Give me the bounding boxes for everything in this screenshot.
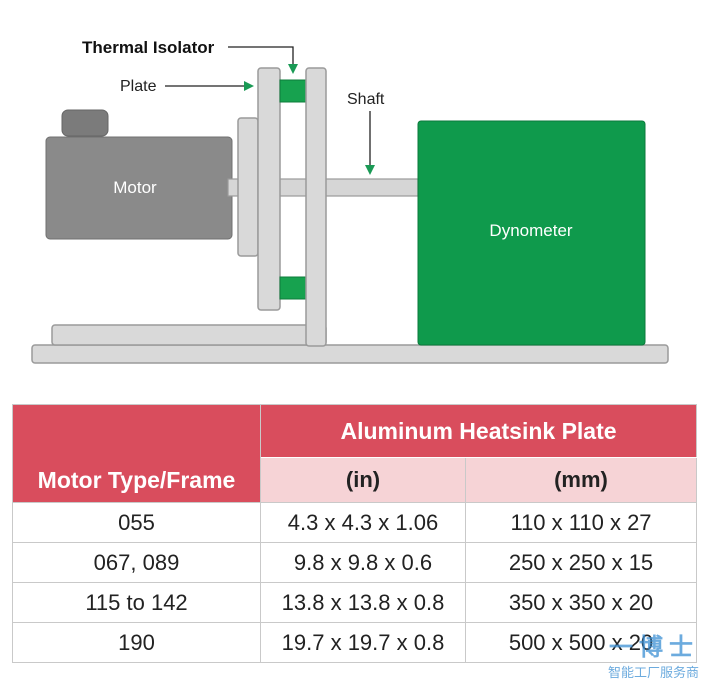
table-row: 067, 089 9.8 x 9.8 x 0.6 250 x 250 x 15 (12, 542, 698, 583)
size-mm-cell: 350 x 350 x 20 (464, 582, 698, 623)
size-mm-cell: 110 x 110 x 27 (464, 502, 698, 543)
watermark-logo-text: 一博士 (609, 633, 699, 661)
table-row: 115 to 142 13.8 x 13.8 x 0.8 350 x 350 x… (12, 582, 698, 623)
size-in-cell: 4.3 x 4.3 x 1.06 (260, 502, 466, 543)
dynometer-label: Dynometer (489, 221, 572, 240)
frame-cell: 115 to 142 (12, 582, 261, 623)
watermark-tagline: 智能工厂服务商 (607, 666, 699, 681)
unit-header-mm: (mm) (464, 457, 698, 503)
shaft-label: Shaft (347, 91, 385, 108)
size-mm-cell: 250 x 250 x 15 (464, 542, 698, 583)
size-mm-cell: 500 x 500 x 20 (464, 622, 698, 663)
size-in-cell: 13.8 x 13.8 x 0.8 (260, 582, 466, 623)
thermal-isolator-label: Thermal Isolator (82, 38, 215, 57)
base-rail (31, 344, 669, 364)
bracket-base (51, 324, 327, 346)
motor-frame-header: Motor Type/Frame (12, 404, 261, 503)
motor-flange (237, 117, 259, 257)
thermal-isolator-arrow (228, 46, 298, 74)
heatsink-plate (257, 67, 281, 311)
aluminum-heatsink-header: Aluminum Heatsink Plate (259, 404, 698, 458)
frame-cell: 055 (12, 502, 261, 543)
table-row: 055 4.3 x 4.3 x 1.06 110 x 110 x 27 (12, 502, 698, 543)
size-in-cell: 9.8 x 9.8 x 0.6 (260, 542, 466, 583)
plate-label: Plate (120, 78, 157, 95)
frame-cell: 190 (12, 622, 261, 663)
motor-knob (61, 109, 109, 137)
thermal-isolator-top (279, 79, 307, 103)
test-rig-diagram: Motor Dynometer Thermal Isolator Plate S… (31, 38, 669, 364)
unit-header-in: (in) (260, 457, 466, 503)
bracket-upright (305, 67, 327, 347)
watermark: 一博士 智能工厂服务商 (608, 627, 699, 681)
frame-cell: 067, 089 (12, 542, 261, 583)
table-row: 190 19.7 x 19.7 x 0.8 500 x 500 x 20 (12, 622, 698, 663)
dynometer-body (417, 120, 646, 346)
motor-label: Motor (113, 178, 157, 197)
size-in-cell: 19.7 x 19.7 x 0.8 (260, 622, 466, 663)
thermal-isolator-bottom (279, 276, 307, 300)
heatsink-plate-table: Motor Type/Frame Aluminum Heatsink Plate… (12, 404, 698, 663)
